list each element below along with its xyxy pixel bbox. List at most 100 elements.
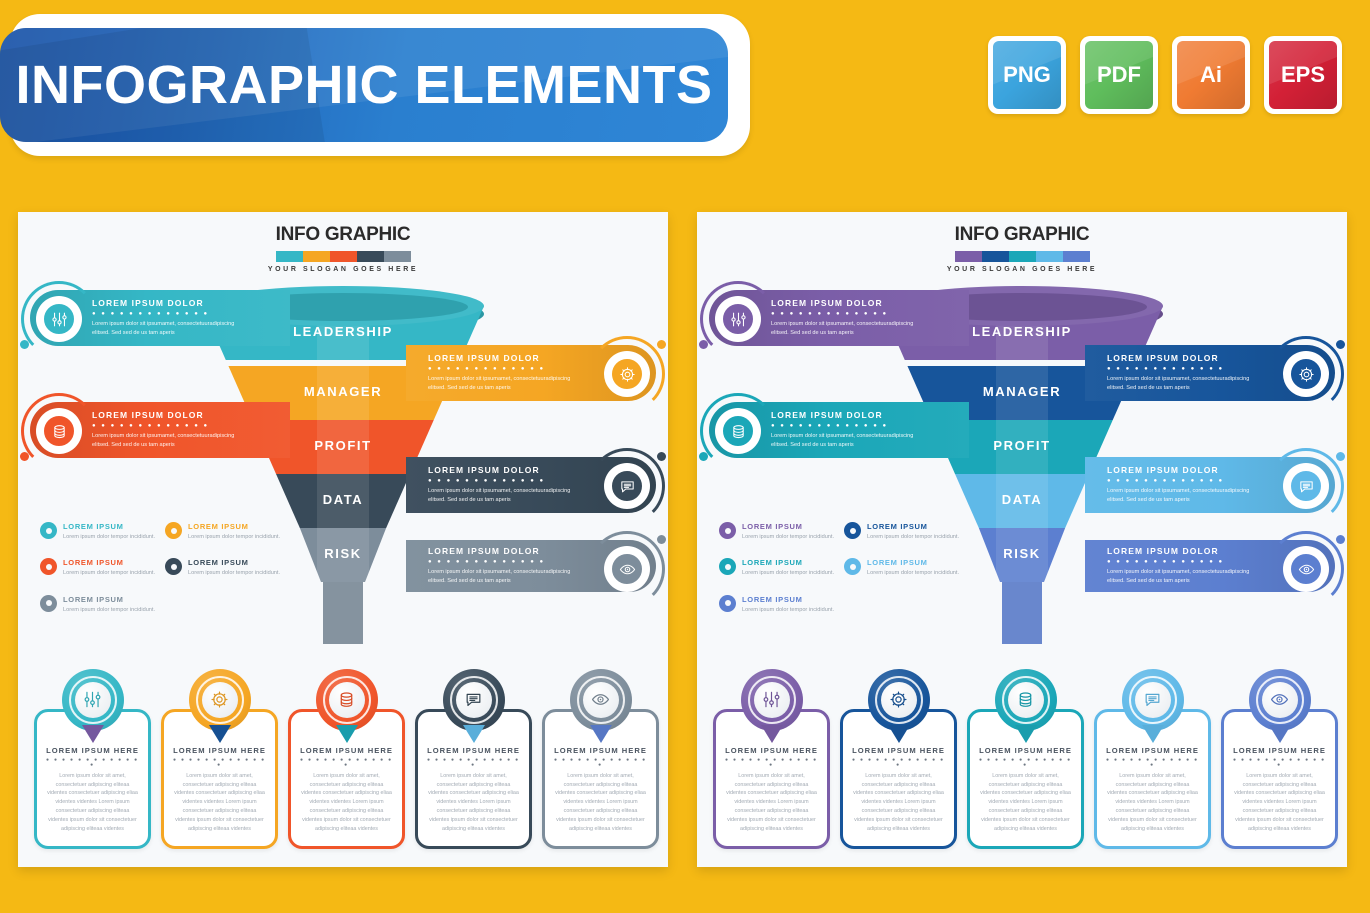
callout-title-4: LOREM IPSUM DOLOR bbox=[428, 546, 540, 557]
callout-dot-divider-3: ● ● ● ● ● ● ● ● ● ● ● ● ● bbox=[428, 478, 546, 485]
callout-icon-inner bbox=[42, 302, 76, 336]
callout-title-4: LOREM IPSUM DOLOR bbox=[1107, 546, 1219, 557]
pin-body-1: .card:nth-child(2) .pin-shape::after{bor… bbox=[188, 668, 251, 731]
pin-marker-2[interactable]: .card:nth-child(3) .pin-shape::after{bor… bbox=[994, 668, 1057, 745]
pin-icon-well-3 bbox=[1134, 681, 1171, 718]
pin-marker-0[interactable]: .card:nth-child(1) .pin-shape::after{bor… bbox=[740, 668, 803, 745]
funnel-callout-1[interactable]: LOREM IPSUM DOLOR ● ● ● ● ● ● ● ● ● ● ● … bbox=[1085, 336, 1345, 412]
coins-icon bbox=[53, 424, 65, 438]
pin-marker-3[interactable]: .card:nth-child(4) .pin-shape::after{bor… bbox=[442, 668, 505, 745]
legend-color-dot-2 bbox=[719, 558, 736, 576]
legend-color-dot-1 bbox=[844, 522, 861, 539]
chat-icon bbox=[620, 480, 634, 492]
callout-endpoint-dot-1 bbox=[1336, 340, 1345, 349]
pin-body-3: .card:nth-child(4) .pin-shape::after{bor… bbox=[442, 668, 505, 731]
callout-icon-badge-2[interactable] bbox=[36, 408, 82, 454]
legend-text-0: LOREM IPSUM Lorem ipsum dolor tempor inc… bbox=[63, 522, 155, 541]
callout-description-3: Lorem ipsum dolor sit ipsumamet, consect… bbox=[428, 488, 571, 503]
callout-description-1: Lorem ipsum dolor sit ipsumamet, consect… bbox=[1107, 376, 1250, 391]
format-badge-label: PDF bbox=[1097, 62, 1141, 87]
legend-row-1: LOREM IPSUM Lorem ipsum dolor tempor inc… bbox=[719, 558, 969, 577]
pin-card-4[interactable]: .card:nth-child(5) .pin-shape::after{bor… bbox=[542, 668, 659, 849]
callout-description-2: Lorem ipsum dolor sit ipsumamet, consect… bbox=[92, 433, 235, 448]
palette-swatch-3 bbox=[356, 251, 384, 262]
funnel-callout-2[interactable]: LOREM IPSUM DOLOR ● ● ● ● ● ● ● ● ● ● ● … bbox=[699, 393, 969, 469]
legend-text-1: LOREM IPSUM Lorem ipsum dolor tempor inc… bbox=[867, 522, 959, 541]
funnel-callout-0[interactable]: LOREM IPSUM DOLOR ● ● ● ● ● ● ● ● ● ● ● … bbox=[20, 281, 290, 357]
pin-icon-well-2 bbox=[328, 681, 365, 718]
funnel-callout-2[interactable]: LOREM IPSUM DOLOR ● ● ● ● ● ● ● ● ● ● ● … bbox=[20, 393, 290, 469]
pin-card-4[interactable]: .card:nth-child(5) .pin-shape::after{bor… bbox=[1221, 668, 1338, 849]
pin-card-3[interactable]: .card:nth-child(4) .pin-shape::after{bor… bbox=[1094, 668, 1211, 849]
legend-item-0[interactable]: LOREM IPSUM Lorem ipsum dolor tempor inc… bbox=[719, 522, 844, 541]
legend-item-3[interactable]: LOREM IPSUM Lorem ipsum dolor tempor inc… bbox=[844, 558, 969, 577]
callout-icon-badge-3[interactable] bbox=[1283, 463, 1329, 509]
callout-text-2: LOREM IPSUM DOLOR ● ● ● ● ● ● ● ● ● ● ● … bbox=[771, 410, 921, 449]
funnel-callout-3[interactable]: LOREM IPSUM DOLOR ● ● ● ● ● ● ● ● ● ● ● … bbox=[406, 448, 666, 524]
callout-icon-badge-4[interactable] bbox=[1283, 546, 1329, 592]
pin-card-0[interactable]: .card:nth-child(1) .pin-shape::after{bor… bbox=[713, 668, 830, 849]
callout-endpoint-dot-2 bbox=[20, 452, 29, 461]
format-badge-png[interactable]: PNG bbox=[988, 36, 1066, 114]
legend-item-2[interactable]: LOREM IPSUM Lorem ipsum dolor tempor inc… bbox=[719, 558, 844, 577]
pin-marker-4[interactable]: .card:nth-child(5) .pin-shape::after{bor… bbox=[1248, 668, 1311, 745]
legend-item-4[interactable]: LOREM IPSUM Lorem ipsum dolor tempor inc… bbox=[719, 594, 844, 614]
pin-card-title-3: LOREM IPSUM HERE bbox=[1106, 745, 1199, 755]
palette-swatch-2 bbox=[1008, 251, 1036, 262]
pin-marker-1[interactable]: .card:nth-child(2) .pin-shape::after{bor… bbox=[188, 668, 251, 745]
callout-title-0: LOREM IPSUM DOLOR bbox=[92, 298, 204, 309]
legend-text-0: LOREM IPSUM Lorem ipsum dolor tempor inc… bbox=[742, 522, 834, 541]
callout-icon-badge-0[interactable] bbox=[36, 296, 82, 342]
funnel-callout-0[interactable]: LOREM IPSUM DOLOR ● ● ● ● ● ● ● ● ● ● ● … bbox=[699, 281, 969, 357]
pin-marker-1[interactable]: .card:nth-child(2) .pin-shape::after{bor… bbox=[867, 668, 930, 745]
callout-dot-divider-1: ● ● ● ● ● ● ● ● ● ● ● ● ● bbox=[1107, 366, 1225, 373]
pin-marker-2[interactable]: .card:nth-child(3) .pin-shape::after{bor… bbox=[315, 668, 378, 745]
callout-icon-badge-0[interactable] bbox=[715, 296, 761, 342]
pin-card-1[interactable]: .card:nth-child(2) .pin-shape::after{bor… bbox=[161, 668, 278, 849]
format-badge-pdf[interactable]: PDF bbox=[1080, 36, 1158, 114]
legend-desc-4: Lorem ipsum dolor tempor incididunt. bbox=[742, 606, 835, 613]
callout-arc-1 bbox=[1268, 336, 1344, 412]
callout-icon-badge-1[interactable] bbox=[1283, 351, 1329, 397]
funnel-band-4 bbox=[978, 528, 1066, 582]
pin-card-1[interactable]: .card:nth-child(2) .pin-shape::after{bor… bbox=[840, 668, 957, 849]
legend-text-4: LOREM IPSUM Lorem ipsum dolor tempor inc… bbox=[742, 595, 834, 614]
callout-dot-divider-4: ● ● ● ● ● ● ● ● ● ● ● ● ● bbox=[1107, 559, 1225, 566]
legend-item-0[interactable]: LOREM IPSUM Lorem ipsum dolor tempor inc… bbox=[40, 522, 165, 541]
callout-icon-badge-4[interactable] bbox=[604, 546, 650, 592]
callout-icon-badge-2[interactable] bbox=[715, 408, 761, 454]
pin-marker-4[interactable]: .card:nth-child(5) .pin-shape::after{bor… bbox=[569, 668, 632, 745]
callout-icon-badge-3[interactable] bbox=[604, 463, 650, 509]
funnel-callout-3[interactable]: LOREM IPSUM DOLOR ● ● ● ● ● ● ● ● ● ● ● … bbox=[1085, 448, 1345, 524]
pin-card-dot-divider-4: ● ● ● ● ● ● ● ● ● ● ● ● ● bbox=[1233, 756, 1326, 768]
funnel-callout-1[interactable]: LOREM IPSUM DOLOR ● ● ● ● ● ● ● ● ● ● ● … bbox=[406, 336, 666, 412]
legend-title-4: LOREM IPSUM bbox=[742, 594, 803, 604]
funnel-callout-4[interactable]: LOREM IPSUM DOLOR ● ● ● ● ● ● ● ● ● ● ● … bbox=[406, 531, 666, 607]
legend-title-0: LOREM IPSUM bbox=[63, 522, 124, 531]
pin-marker-0[interactable]: .card:nth-child(1) .pin-shape::after{bor… bbox=[61, 668, 124, 745]
pin-card-desc-0: Lorem ipsum dolor sit amet, consectetuer… bbox=[47, 772, 138, 833]
sliders-icon bbox=[51, 312, 67, 326]
callout-description-2: Lorem ipsum dolor sit ipsumamet, consect… bbox=[771, 433, 914, 448]
legend-row-1: LOREM IPSUM Lorem ipsum dolor tempor inc… bbox=[40, 558, 290, 577]
pin-card-0[interactable]: .card:nth-child(1) .pin-shape::after{bor… bbox=[34, 668, 151, 849]
callout-title-2: LOREM IPSUM DOLOR bbox=[771, 410, 883, 421]
format-badge-label: EPS bbox=[1280, 62, 1326, 87]
callout-endpoint-dot-1 bbox=[657, 340, 666, 349]
pin-card-3[interactable]: .card:nth-child(4) .pin-shape::after{bor… bbox=[415, 668, 532, 849]
funnel-callout-4[interactable]: LOREM IPSUM DOLOR ● ● ● ● ● ● ● ● ● ● ● … bbox=[1085, 531, 1345, 607]
legend-item-3[interactable]: LOREM IPSUM Lorem ipsum dolor tempor inc… bbox=[165, 558, 290, 577]
pin-marker-3[interactable]: .card:nth-child(4) .pin-shape::after{bor… bbox=[1121, 668, 1184, 745]
pin-card-2[interactable]: .card:nth-child(3) .pin-shape::after{bor… bbox=[967, 668, 1084, 849]
format-badge-eps[interactable]: EPS bbox=[1264, 36, 1342, 114]
palette-swatch-0 bbox=[275, 251, 303, 262]
callout-icon-badge-1[interactable] bbox=[604, 351, 650, 397]
format-badge-ai[interactable]: Ai bbox=[1172, 36, 1250, 114]
legend-item-1[interactable]: LOREM IPSUM Lorem ipsum dolor tempor inc… bbox=[165, 522, 290, 541]
legend-item-4[interactable]: LOREM IPSUM Lorem ipsum dolor tempor inc… bbox=[40, 594, 165, 614]
legend-item-2[interactable]: LOREM IPSUM Lorem ipsum dolor tempor inc… bbox=[40, 558, 165, 577]
legend-item-1[interactable]: LOREM IPSUM Lorem ipsum dolor tempor inc… bbox=[844, 522, 969, 541]
pin-card-desc-2: Lorem ipsum dolor sit amet, consectetuer… bbox=[301, 772, 392, 833]
legend-color-dot-1 bbox=[165, 522, 182, 539]
pin-card-2[interactable]: .card:nth-child(3) .pin-shape::after{bor… bbox=[288, 668, 405, 849]
